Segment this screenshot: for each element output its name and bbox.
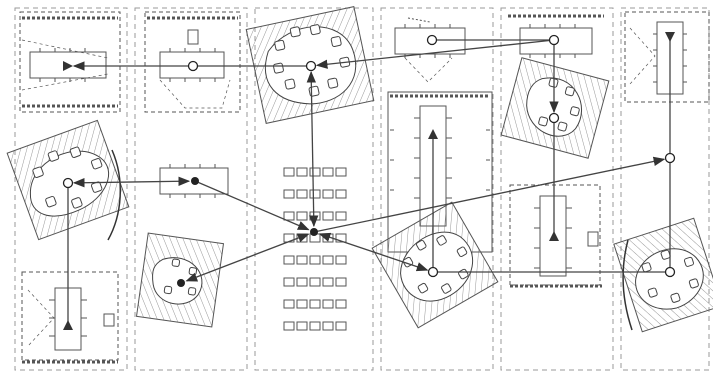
flow-node <box>64 179 73 188</box>
theater-seat <box>297 322 307 330</box>
theater-seat <box>284 322 294 330</box>
flow-link <box>314 159 664 232</box>
theater-seat <box>310 322 320 330</box>
flow-node <box>666 154 675 163</box>
flow-node <box>191 177 199 185</box>
theater-seat <box>310 168 320 176</box>
theater-seat <box>297 278 307 286</box>
theater-seat <box>336 190 346 198</box>
flow-node <box>177 279 185 287</box>
theater-seat <box>323 300 333 308</box>
theater-seat <box>297 212 307 220</box>
theater-seat <box>336 256 346 264</box>
theater-seat <box>297 168 307 176</box>
flow-node <box>550 114 559 123</box>
theater-seat <box>323 212 333 220</box>
theater-seat <box>310 190 320 198</box>
theater-seat <box>336 278 346 286</box>
flow-node <box>310 228 318 236</box>
room-hatched-corner <box>501 58 609 159</box>
flow-link <box>195 181 308 230</box>
theater-seat <box>336 300 346 308</box>
theater-seat <box>323 190 333 198</box>
flow-node <box>428 36 437 45</box>
theater-seat <box>284 278 294 286</box>
theater-seat <box>336 212 346 220</box>
theater-seat <box>310 256 320 264</box>
room-rect-table-a <box>20 12 120 112</box>
theater-seat <box>323 256 333 264</box>
theater-seat <box>284 168 294 176</box>
flow-node <box>666 268 675 277</box>
theater-seat <box>336 322 346 330</box>
flow-node <box>307 62 316 71</box>
theater-seat <box>284 190 294 198</box>
theater-seat <box>323 168 333 176</box>
theater-seat <box>310 278 320 286</box>
theater-seat <box>323 278 333 286</box>
theater-seat <box>323 322 333 330</box>
room-hatched-diamond <box>372 202 498 328</box>
theater-seat <box>336 168 346 176</box>
flow-node <box>189 62 198 71</box>
room-rect-table-f <box>22 272 118 362</box>
theater-seat <box>310 212 320 220</box>
theater-seat <box>284 256 294 264</box>
theater-seat <box>297 256 307 264</box>
theater-seat <box>284 300 294 308</box>
room-rect-table-e <box>625 12 709 102</box>
theater-seat <box>297 190 307 198</box>
room-hatched-right <box>614 218 713 331</box>
theater-seat <box>310 300 320 308</box>
flow-node <box>550 36 559 45</box>
flow-node <box>429 268 438 277</box>
theater-seating-grid <box>284 168 346 330</box>
theater-seat <box>284 212 294 220</box>
theater-seat <box>297 300 307 308</box>
